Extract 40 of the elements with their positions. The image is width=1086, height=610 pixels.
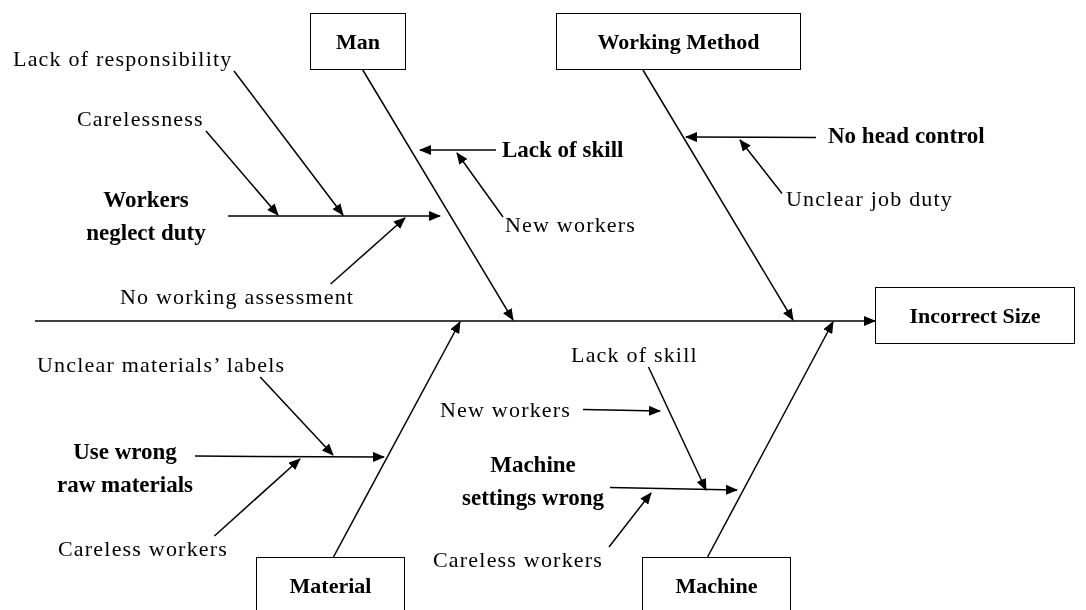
category-box: Working Method <box>556 13 801 70</box>
arrow <box>685 132 817 143</box>
cause-label: Careless workers <box>433 547 604 572</box>
cause-label: Lack of responsibility <box>13 46 233 71</box>
arrow <box>456 152 504 218</box>
cause-heading: Lack of skill <box>502 135 624 165</box>
arrow <box>609 484 738 495</box>
arrow <box>706 321 834 558</box>
cause-label: Carelessness <box>77 106 204 131</box>
arrow <box>205 130 279 216</box>
cause-heading: No head control <box>828 121 985 151</box>
cause-heading: Workers neglect duty <box>66 183 226 249</box>
cause-label: New workers <box>505 212 637 237</box>
arrow <box>582 405 661 416</box>
cause-label: No working assessment <box>120 284 355 309</box>
arrow <box>642 69 794 321</box>
arrow <box>227 211 441 221</box>
arrow <box>34 316 876 326</box>
cause-label: Careless workers <box>58 536 229 561</box>
arrow <box>194 451 385 462</box>
arrow <box>608 492 652 548</box>
cause-heading: Use wrong raw materials <box>55 435 195 501</box>
arrow <box>329 217 406 285</box>
arrow <box>213 458 301 537</box>
cause-label: Unclear job duty <box>786 186 954 211</box>
arrow <box>233 70 344 216</box>
category-box: Material <box>256 557 405 610</box>
cause-label: Lack of skill <box>571 342 698 367</box>
category-box: Man <box>310 13 406 70</box>
arrow <box>259 376 334 456</box>
arrow <box>419 145 497 155</box>
arrow <box>647 366 707 491</box>
arrow <box>332 321 461 558</box>
category-box: Incorrect Size <box>875 287 1075 344</box>
category-box: Machine <box>642 557 791 610</box>
cause-label: New workers <box>440 397 572 422</box>
cause-label: Unclear materials’ labels <box>37 352 286 377</box>
arrow <box>362 69 514 321</box>
arrow <box>739 139 783 195</box>
cause-heading: Machine settings wrong <box>458 448 608 514</box>
